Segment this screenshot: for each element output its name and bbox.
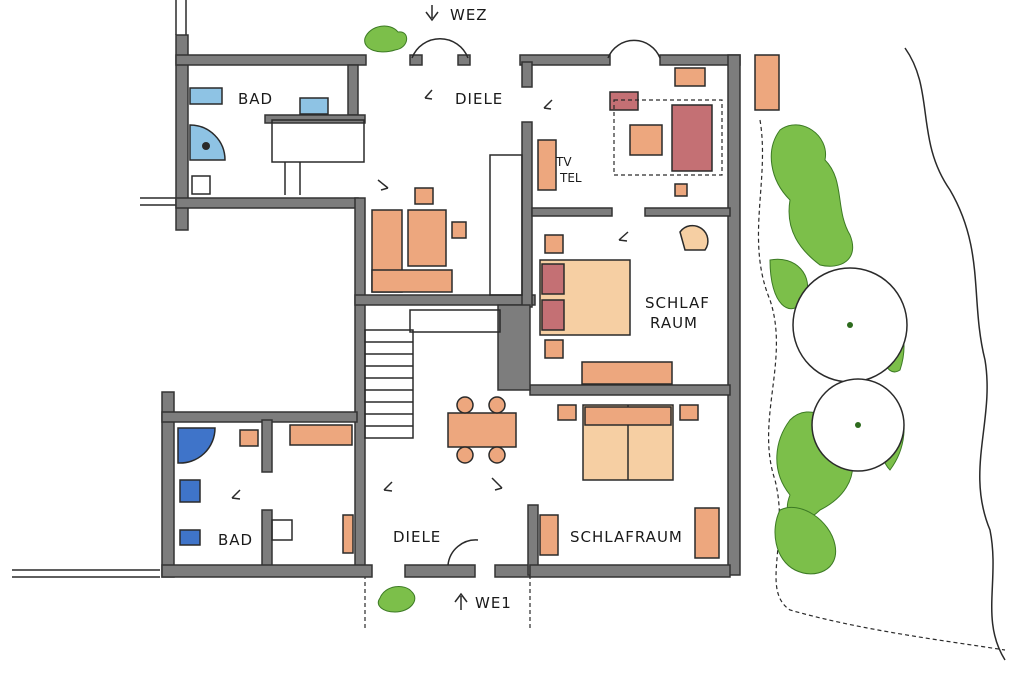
kitchen-counter-upper [489,154,523,296]
arrow-7 [383,481,393,492]
room-label-diele-top: DIELE [455,90,503,108]
bush-bottom [377,586,416,613]
arrow-5 [231,489,241,500]
armchair-sleep-upper [679,224,709,251]
tv-cabinet [537,139,557,191]
cabinet-upper-right [674,67,706,87]
entrance-label-bottom: WE1 [475,594,512,612]
bathtub-top [271,119,365,163]
planter-right [754,54,780,111]
washbasin-top-1 [189,87,223,105]
table-upper [407,209,447,267]
staircase [364,329,414,439]
room-label-schlafraum-bottom: SCHLAFRAUM [570,528,683,546]
tree-large [792,267,908,383]
arrow-6 [491,477,503,491]
shower-lower [177,427,216,464]
room-label-bad-bottom: BAD [218,531,253,549]
walls [161,34,741,578]
bush-top [364,25,408,53]
cabinet-lower-1 [539,514,559,556]
shelf-lower-diele [342,514,354,554]
side-table-upper [674,183,688,197]
chair-upper-1 [414,187,434,205]
door-swing-top-entrance [411,38,469,59]
room-label-bad-top: BAD [238,90,273,108]
entrance-arrow-bottom-icon [454,592,468,610]
nightstand-lower-1 [557,404,577,421]
entrance-label-top: WEZ [450,6,488,24]
toilet-top [191,175,211,195]
entrance-arrow-top-icon [425,5,439,22]
wardrobe-upper [581,361,673,385]
chair-lower-1 [456,396,474,414]
room-label-schlaf: SCHLAF [645,294,710,312]
dining-table-lower [447,412,517,448]
room-label-diele-bottom: DIELE [393,528,441,546]
door-swing-top-right [607,39,661,59]
chair-upper-2 [451,221,467,239]
room-label-raum: RAUM [650,314,698,332]
bed-upper-pillow-1 [541,263,565,295]
armchair-upper [609,91,639,111]
bed-lower-pillow [584,406,672,426]
nightstand-upper-1 [544,234,564,254]
bench-upper-2 [371,269,453,293]
washbasin-lower-2 [179,529,201,546]
garden-boundary-line-inner [757,119,1006,651]
kitchen-counter-lower [409,309,501,333]
washbasin-lower-1 [179,479,201,503]
bed-upper-pillow-2 [541,299,565,331]
garden-boundary-line [904,47,1006,661]
nightstand-lower-2 [679,404,699,421]
shower-drain-top [202,142,210,150]
arrow-3 [377,179,389,191]
chair-lower-4 [488,446,506,464]
arrow-4 [618,231,629,242]
cabinet-lower-2 [694,507,720,559]
arrow-1 [424,89,433,100]
arrow-2 [543,99,553,110]
washbasin-top-2 [299,97,329,115]
coffee-table-upper [629,124,663,156]
chair-lower-3 [456,446,474,464]
radiator-lower [289,424,353,446]
sofa-upper [671,104,713,172]
tree-small [811,378,905,472]
door-swing-bottom-entrance [447,539,479,566]
room-label-tel: TEL [559,171,582,185]
chair-lower-2 [488,396,506,414]
toilet-lower [271,519,293,541]
room-label-tv: TV [555,155,572,169]
cabinet-lower-bad [239,429,259,447]
nightstand-upper-2 [544,339,564,359]
